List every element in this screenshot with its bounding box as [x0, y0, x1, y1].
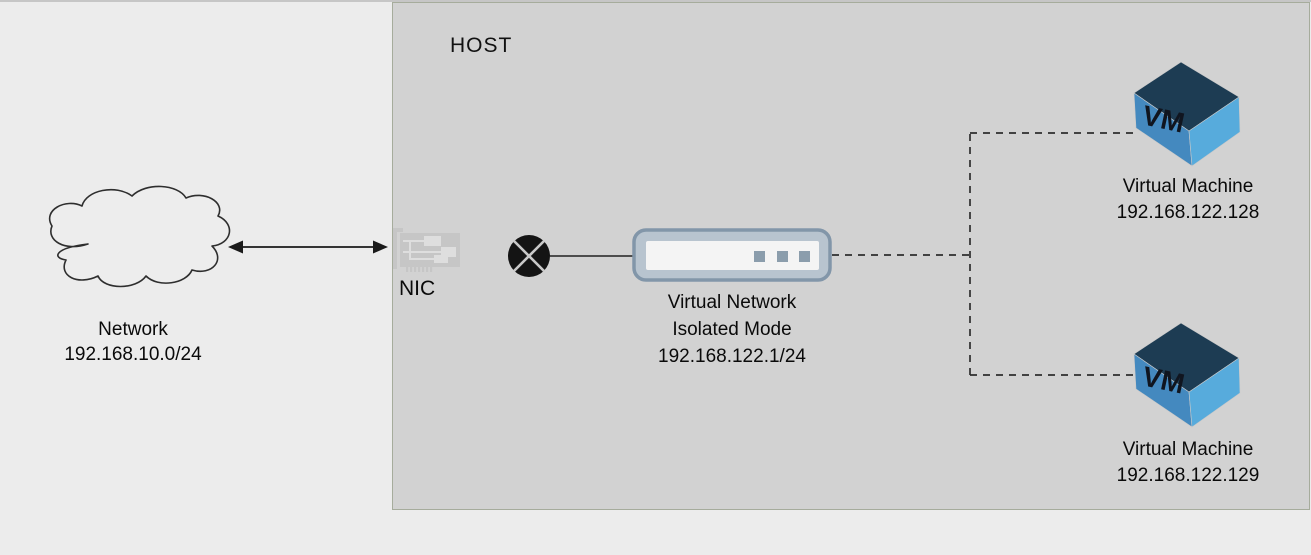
host-label: HOST [450, 34, 513, 57]
network-cloud-icon [48, 185, 231, 288]
vm-name: Virtual Machine [1122, 176, 1254, 197]
vm-ip: 192.168.122.128 [1116, 202, 1260, 223]
vm-label: Virtual Machine 192.168.122.128 [1068, 174, 1308, 226]
network-label: Network 192.168.10.0/24 [33, 317, 233, 367]
top-divider [0, 0, 1311, 2]
network-subnet: 192.168.10.0/24 [64, 344, 202, 365]
virtual-network-mode: Isolated Mode [672, 319, 792, 340]
bidirectional-arrow-icon [228, 240, 388, 254]
virtual-network-name: Virtual Network [667, 292, 797, 313]
nic-label: NIC [399, 277, 436, 300]
vm-ip: 192.168.122.129 [1116, 465, 1260, 486]
virtual-switch-icon [632, 228, 832, 282]
dashed-connector [832, 132, 1137, 376]
virtual-network-subnet: 192.168.122.1/24 [658, 346, 806, 367]
blocked-port-icon [508, 235, 550, 277]
virtual-network-label: Virtual Network Isolated Mode 192.168.12… [612, 289, 852, 370]
vm-cube-icon: VM [1133, 322, 1241, 428]
vm-cube-icon: VM [1133, 61, 1241, 167]
network-name: Network [98, 319, 168, 340]
vm-name: Virtual Machine [1122, 439, 1254, 460]
vm-label: Virtual Machine 192.168.122.129 [1068, 437, 1308, 489]
nic-icon [393, 228, 460, 272]
